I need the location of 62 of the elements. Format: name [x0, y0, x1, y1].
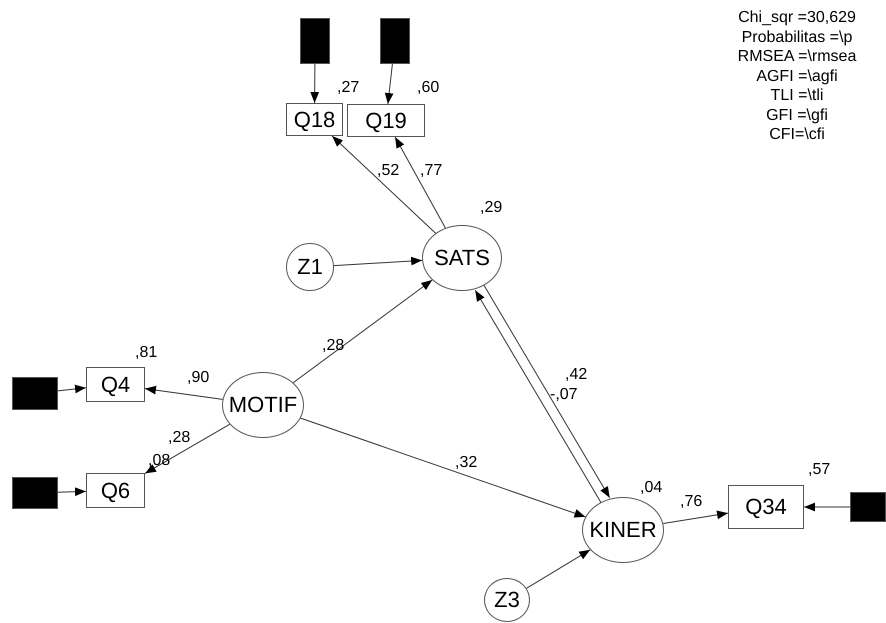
node-label: Z1: [297, 256, 323, 278]
error-term-box: [380, 18, 410, 64]
node-label: MOTIF: [228, 394, 298, 416]
node-label: Q6: [100, 480, 130, 502]
node-label: SATS: [434, 247, 490, 269]
edge-label: ,77: [420, 163, 442, 179]
fit-statistic: RMSEA =\rmsea: [738, 47, 856, 66]
variance-value: ,57: [808, 462, 830, 478]
variance-value: ,81: [135, 345, 158, 361]
error-term-box: [300, 18, 330, 64]
node-label: Q4: [100, 374, 130, 396]
variance-value: ,04: [640, 480, 662, 496]
edge-label: ,76: [680, 494, 702, 510]
fit-statistic: Probabilitas =\p: [742, 28, 852, 47]
indicator-box: [347, 104, 425, 137]
arrow: [310, 64, 320, 104]
fit-statistic: AGFI =\agfi: [756, 66, 838, 86]
arrow: [292, 280, 433, 384]
arrow: [474, 290, 602, 504]
arrow: [58, 487, 86, 496]
edge-label: ,42: [565, 367, 588, 383]
fit-statistic: TLI =\tli: [770, 86, 824, 106]
indicator-box: [86, 367, 145, 402]
latent-ellipse: [422, 225, 502, 291]
error-term-box: [12, 377, 58, 410]
edge-label: -,07: [550, 387, 578, 403]
variance-value: ,29: [480, 200, 502, 216]
node-label: Z3: [494, 589, 520, 611]
fit-statistic: Chi_sqr =30,629: [738, 8, 856, 28]
variance-value: ,08: [148, 453, 170, 469]
disturbance-circle: [286, 243, 334, 291]
arrow: [58, 384, 86, 394]
arrow: [662, 510, 728, 524]
arrow: [384, 64, 394, 104]
error-term-box: [12, 477, 58, 509]
indicator-box: [728, 485, 804, 529]
edge-label: ,52: [377, 163, 400, 179]
edge-label: ,90: [187, 370, 210, 386]
arrow: [394, 136, 446, 228]
indicator-box: [286, 103, 343, 136]
node-label: KINER: [589, 519, 657, 541]
arrow: [300, 418, 586, 518]
indicator-box: [86, 473, 145, 508]
arrow: [144, 424, 230, 474]
edge-label: ,28: [168, 430, 190, 446]
arrow: [334, 256, 423, 266]
node-label: Q18: [294, 108, 336, 130]
disturbance-circle: [484, 578, 530, 622]
arrow: [804, 502, 850, 512]
arrow: [144, 386, 224, 400]
error-term-box: [850, 492, 886, 522]
edge-label: ,28: [322, 338, 344, 354]
variance-value: ,27: [337, 80, 360, 96]
node-label: Q34: [745, 496, 787, 518]
arrow: [483, 284, 610, 498]
arrow: [526, 549, 591, 589]
edge-label: ,32: [455, 455, 478, 471]
node-label: Q19: [365, 110, 407, 132]
arrow: [332, 136, 436, 234]
variance-value: ,60: [417, 80, 440, 96]
fit-statistic: CFI=\cfi: [769, 125, 825, 144]
fit-statistic: GFI =\gfi: [766, 106, 828, 125]
